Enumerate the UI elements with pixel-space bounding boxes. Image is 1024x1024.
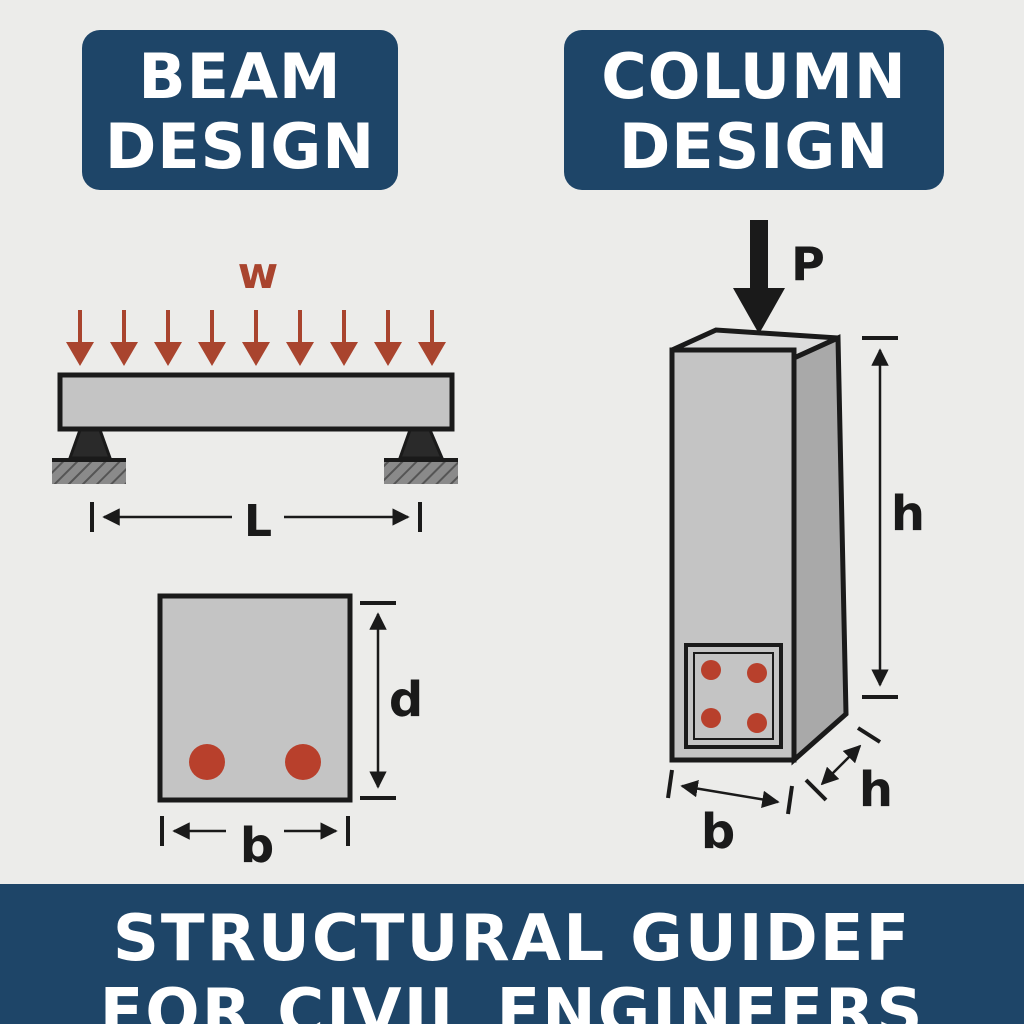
column-height-dimension (862, 336, 898, 699)
section-width-dimension (160, 816, 350, 846)
column-design-title: COLUMN DESIGN (564, 30, 944, 190)
span-dimension (90, 502, 422, 532)
column-isometric: P h b h (666, 220, 925, 860)
load-arrow (242, 310, 270, 366)
load-arrow (286, 310, 314, 366)
column-depth-label: h (859, 762, 893, 818)
section-width-label: b (240, 818, 274, 874)
beam-body (57, 372, 455, 432)
load-arrow (198, 310, 226, 366)
column-title-line-2: DESIGN (618, 110, 890, 183)
rebar-circle (285, 744, 321, 780)
rebar-circle (747, 663, 767, 683)
rebar-circle (189, 744, 225, 780)
axial-load-label: P (791, 237, 825, 291)
beam-section-body (157, 593, 353, 803)
load-arrow (110, 310, 138, 366)
load-arrow (418, 310, 446, 366)
beam-cross-section: d b (157, 593, 423, 874)
column-tie (693, 652, 774, 740)
column-depth-dimension (804, 726, 882, 802)
load-arrow (330, 310, 358, 366)
column-side-face (791, 334, 849, 766)
distributed-load-label: w (238, 248, 279, 299)
column-width-dimension (666, 769, 794, 815)
rebar-circle (701, 660, 721, 680)
left-support (52, 428, 126, 484)
axial-load-arrow (733, 220, 785, 334)
beam-title-line-1: BEAM (138, 40, 342, 113)
span-label: L (244, 496, 272, 547)
load-arrow (66, 310, 94, 366)
footer-title-line-2: FOR CIVIL ENGINEERS (99, 976, 925, 1024)
load-arrow (154, 310, 182, 366)
rebar-circle (747, 713, 767, 733)
load-arrow (374, 310, 402, 366)
beam-title-line-2: DESIGN (104, 110, 376, 183)
beam-design-title: BEAM DESIGN (82, 30, 398, 190)
column-rebar-cage (684, 643, 783, 749)
column-title-line-1: COLUMN (601, 40, 907, 113)
footer-title-line-1: STRUCTURAL GUIDEF (112, 902, 912, 976)
beam-elevation: w L (52, 248, 458, 547)
section-depth-label: d (389, 672, 423, 728)
footer-banner: STRUCTURAL GUIDEF FOR CIVIL ENGINEERS (0, 884, 1024, 1024)
rebar-circle (701, 708, 721, 728)
column-width-label: b (701, 804, 735, 860)
right-support (384, 428, 458, 484)
distributed-load-arrows (66, 310, 446, 366)
column-height-label: h (891, 486, 925, 542)
section-depth-dimension (360, 601, 396, 800)
